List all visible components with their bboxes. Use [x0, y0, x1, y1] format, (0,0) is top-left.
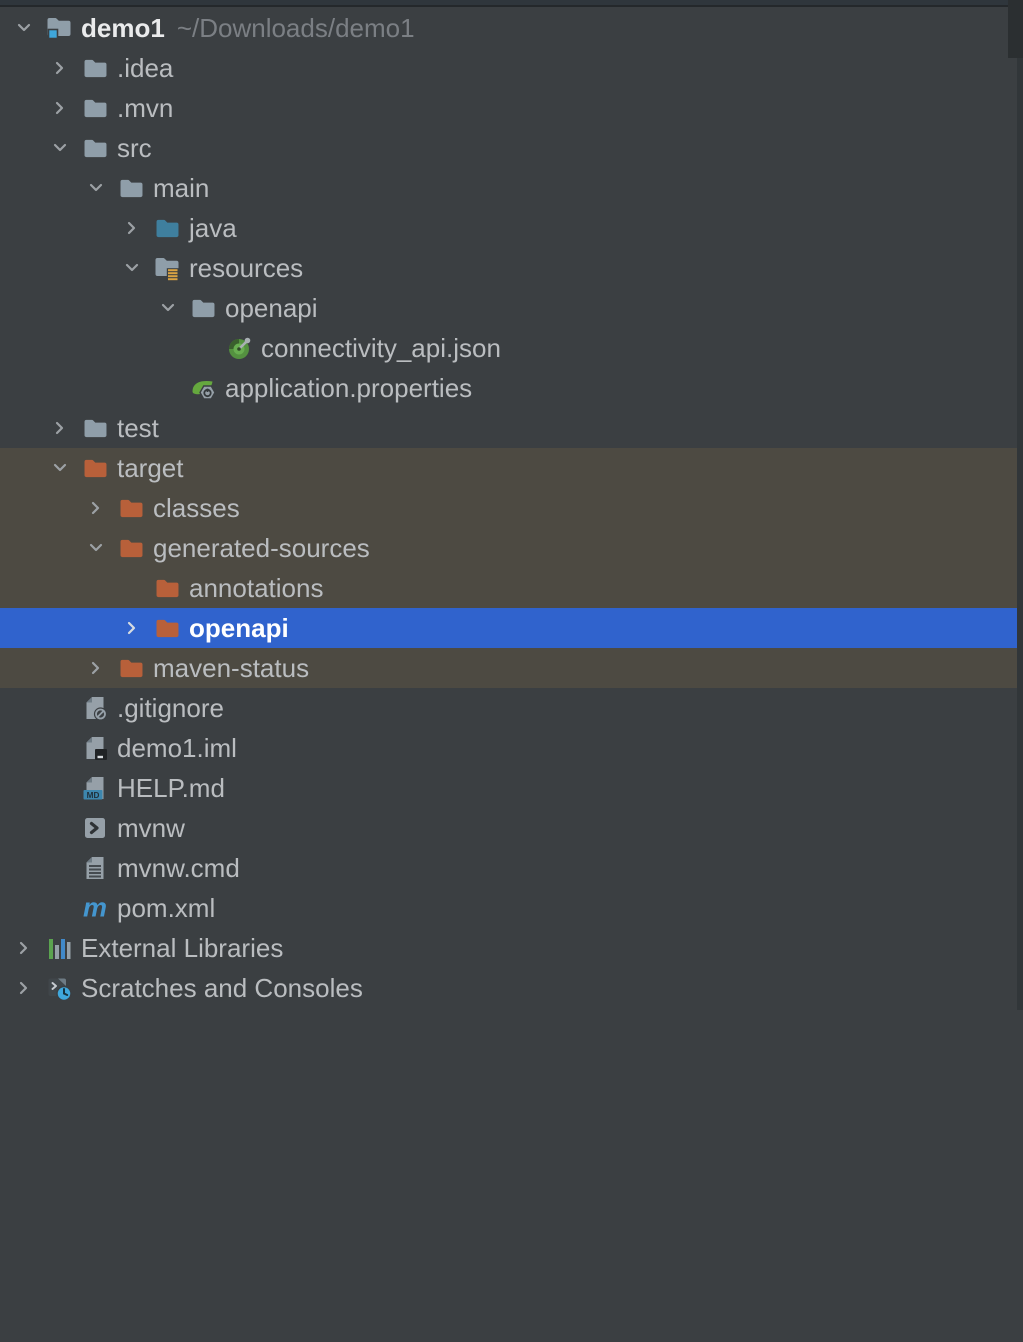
- tree-row-label: mvnw: [117, 813, 185, 843]
- chevron-right-icon[interactable]: [46, 418, 82, 438]
- chevron-right-icon[interactable]: [10, 978, 46, 998]
- tree-row-label: demo1: [81, 13, 165, 43]
- chevron-right-icon[interactable]: [10, 938, 46, 958]
- tree-row-label: Scratches and Consoles: [81, 973, 363, 1003]
- chevron-right-icon[interactable]: [118, 618, 154, 638]
- chevron-down-icon[interactable]: [118, 258, 154, 278]
- tree-row-openapi[interactable]: openapi: [0, 608, 1017, 648]
- tree-row-maven-status[interactable]: maven-status: [0, 648, 1017, 688]
- tree-row-label: External Libraries: [81, 933, 284, 963]
- tree-row-gitignore[interactable]: .gitignore: [0, 688, 1017, 728]
- tree-row-target[interactable]: target: [0, 448, 1017, 488]
- tree-row-label: HELP.md: [117, 773, 225, 803]
- tree-row-openapi[interactable]: openapi: [0, 288, 1017, 328]
- folder-icon: [190, 295, 216, 321]
- tree-row-mvnw[interactable]: mvnw: [0, 808, 1017, 848]
- chevron-down-icon[interactable]: [82, 178, 118, 198]
- panel-top-strip: [0, 0, 1023, 7]
- scrollbar-corner[interactable]: [1008, 0, 1023, 58]
- module-file-icon: [82, 735, 108, 761]
- chevron-down-icon[interactable]: [82, 538, 118, 558]
- excluded-folder-icon: [118, 495, 144, 521]
- excluded-folder-icon: [154, 575, 180, 601]
- spring-properties-icon: [190, 375, 216, 401]
- tree-row-test[interactable]: test: [0, 408, 1017, 448]
- folder-icon: [82, 135, 108, 161]
- tree-row-label: annotations: [189, 573, 324, 603]
- excluded-folder-icon: [118, 535, 144, 561]
- excluded-folder-icon: [154, 615, 180, 641]
- tree-row-resources[interactable]: resources: [0, 248, 1017, 288]
- svg-text:m: m: [83, 895, 107, 921]
- chevron-down-icon[interactable]: [154, 298, 190, 318]
- tree-row-scratches-and-consoles[interactable]: Scratches and Consoles: [0, 968, 1017, 1008]
- tree-row-label: mvnw.cmd: [117, 853, 240, 883]
- tree-row-demo1[interactable]: demo1 ~/Downloads/demo1: [0, 8, 1017, 48]
- tree-row-connectivity-api-json[interactable]: connectivity_api.json: [0, 328, 1017, 368]
- text-file-icon: [82, 855, 108, 881]
- excluded-folder-icon: [82, 455, 108, 481]
- ignored-file-icon: [82, 695, 108, 721]
- tree-row-label: pom.xml: [117, 893, 216, 923]
- tree-row-label: .mvn: [117, 93, 174, 123]
- tree-row-label: connectivity_api.json: [261, 333, 501, 363]
- tree-row-help-md[interactable]: MD HELP.md: [0, 768, 1017, 808]
- tree-row-pom-xml[interactable]: m pom.xml: [0, 888, 1017, 928]
- tree-row-label: test: [117, 413, 159, 443]
- chevron-down-icon[interactable]: [46, 138, 82, 158]
- tree-row-label: classes: [153, 493, 240, 523]
- excluded-folder-icon: [118, 655, 144, 681]
- tree-row-classes[interactable]: classes: [0, 488, 1017, 528]
- chevron-right-icon[interactable]: [82, 498, 118, 518]
- folder-icon: [82, 415, 108, 441]
- scratches-icon: [46, 975, 72, 1001]
- tree-row-external-libraries[interactable]: External Libraries: [0, 928, 1017, 968]
- markdown-file-icon: MD: [82, 775, 108, 801]
- shell-file-icon: [82, 815, 108, 841]
- chevron-right-icon[interactable]: [118, 218, 154, 238]
- tree-row-main[interactable]: main: [0, 168, 1017, 208]
- tree-row-mvn[interactable]: .mvn: [0, 88, 1017, 128]
- tree-row-label: generated-sources: [153, 533, 370, 563]
- tree-row-label: openapi: [225, 293, 318, 323]
- folder-icon: [82, 95, 108, 121]
- tree-row-label: src: [117, 133, 152, 163]
- tree-row-label: openapi: [189, 613, 289, 643]
- tree-row-idea[interactable]: .idea: [0, 48, 1017, 88]
- svg-text:MD: MD: [87, 791, 100, 800]
- project-folder-icon: [46, 15, 72, 41]
- project-path-hint: ~/Downloads/demo1: [176, 12, 415, 43]
- panel-right-edge: [1017, 0, 1023, 1010]
- tree-row-application-properties[interactable]: application.properties: [0, 368, 1017, 408]
- tree-row-label: .idea: [117, 53, 174, 83]
- tree-row-annotations[interactable]: annotations: [0, 568, 1017, 608]
- api-json-icon: [226, 335, 252, 361]
- chevron-right-icon[interactable]: [46, 58, 82, 78]
- tree-row-mvnw-cmd[interactable]: mvnw.cmd: [0, 848, 1017, 888]
- chevron-down-icon[interactable]: [10, 18, 46, 38]
- tree-row-label: target: [117, 453, 184, 483]
- maven-icon: m: [82, 895, 108, 921]
- folder-icon: [118, 175, 144, 201]
- tree-row-label: main: [153, 173, 210, 203]
- resources-folder-icon: [154, 255, 180, 281]
- tree-row-src[interactable]: src: [0, 128, 1017, 168]
- tree-row-label: maven-status: [153, 653, 310, 683]
- external-libraries-icon: [46, 935, 72, 961]
- tree-row-java[interactable]: java: [0, 208, 1017, 248]
- chevron-down-icon[interactable]: [46, 458, 82, 478]
- folder-icon: [82, 55, 108, 81]
- tree-row-label: demo1.iml: [117, 733, 237, 763]
- tree-row-label: resources: [189, 253, 304, 283]
- tree-row-label: java: [189, 213, 237, 243]
- tree-row-demo1-iml[interactable]: demo1.iml: [0, 728, 1017, 768]
- chevron-right-icon[interactable]: [46, 98, 82, 118]
- tree-row-generated-sources[interactable]: generated-sources: [0, 528, 1017, 568]
- chevron-right-icon[interactable]: [82, 658, 118, 678]
- source-folder-icon: [154, 215, 180, 241]
- tree-row-label: application.properties: [225, 373, 473, 403]
- tree-row-label: .gitignore: [117, 693, 224, 723]
